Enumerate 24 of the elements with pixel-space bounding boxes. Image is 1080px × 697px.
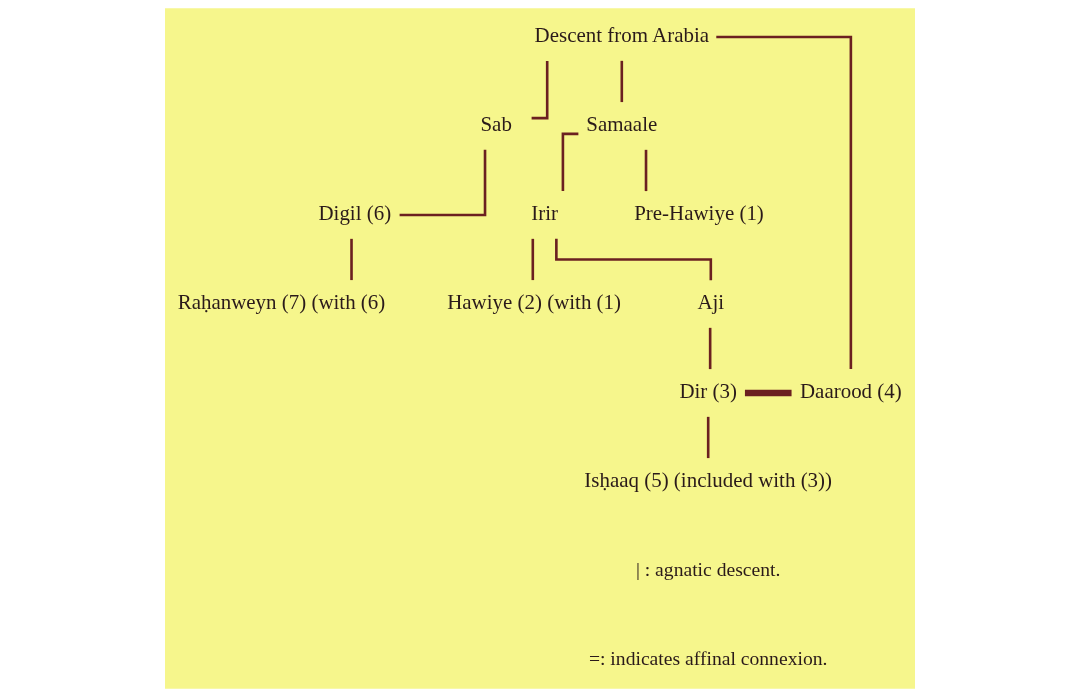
node-text: Hawiye (2) (with (1) [447,289,622,314]
connector [706,416,710,459]
node-text: Raḥanweyn (7) (with (6) [177,289,386,314]
legend-label: =: indicates affinal connexion. [588,647,828,669]
node-text: Daarood (4) [800,378,902,403]
connector [399,149,487,217]
node-text: Descent from Arabia [534,22,710,47]
node-text: Isḥaaq (5) (included with (3)) [584,467,833,492]
legend-label: | : agnatic descent. [635,558,781,580]
connector [620,60,624,103]
connector [350,238,353,281]
node-text: Aji [697,289,725,314]
node-text: Irir [531,200,558,225]
node-text: Sab [480,111,512,136]
connector [555,238,713,281]
connector [744,389,792,397]
connector [716,35,853,370]
connector [708,327,712,370]
node-text: Dir (3) [679,378,737,403]
node-text: Samaale [586,111,658,136]
connector [531,238,535,281]
node-text: Digil (6) [318,200,392,225]
connector [644,149,648,192]
node-text: Pre-Hawiye (1) [634,200,764,225]
